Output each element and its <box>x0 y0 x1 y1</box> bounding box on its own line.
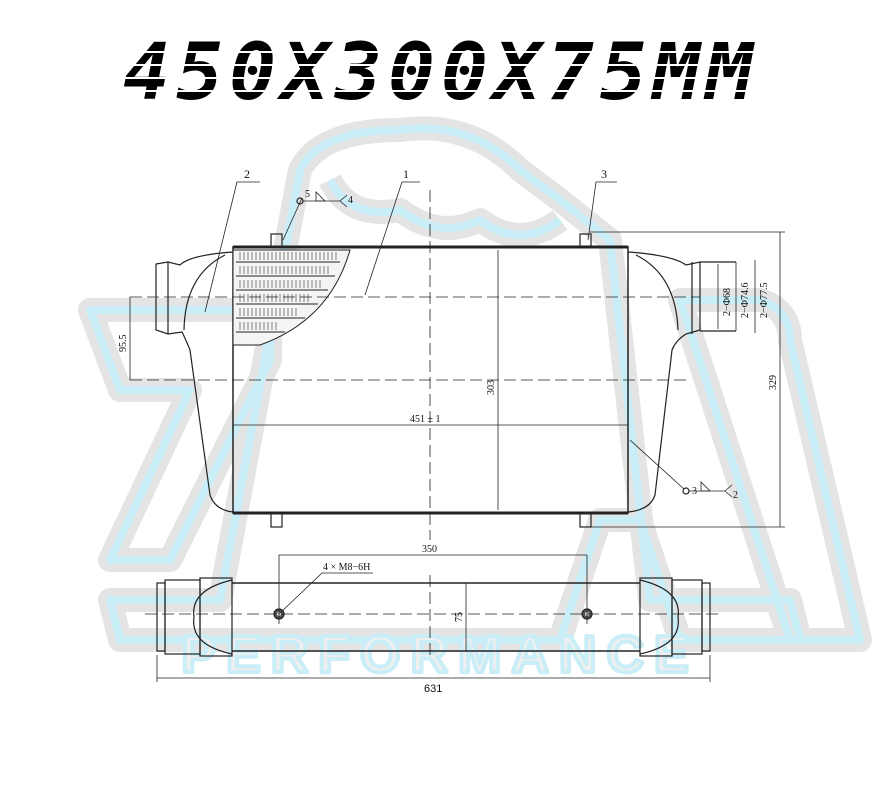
dim-depth: 75 <box>454 612 465 622</box>
dim-inlet-offset: 95.5 <box>118 335 129 353</box>
watermark-logo: PERFORMANCE <box>78 116 872 686</box>
front-view <box>129 181 785 540</box>
dim-thread-callout: 4 × M8−6H <box>323 562 370 573</box>
weld-right-end-num: 2 <box>733 490 738 501</box>
dim-pipe-id: 2−Φ68 <box>722 288 733 316</box>
weld-top-end-num: 4 <box>348 195 353 206</box>
part-label-3: 3 <box>601 167 607 181</box>
dim-core-width: 451 ± 1 <box>410 414 441 425</box>
part-label-1: 1 <box>403 167 409 181</box>
dim-overall-height: 329 <box>768 375 779 390</box>
part-label-2: 2 <box>244 167 250 181</box>
svg-text:PERFORMANCE: PERFORMANCE <box>181 626 698 684</box>
dim-pipe-od-2: 2−Φ77.5 <box>759 283 770 318</box>
dim-core-height: 303 <box>486 380 497 395</box>
dim-overall-length: 631 <box>424 683 442 695</box>
bottom-view <box>145 554 720 682</box>
dim-pipe-od-1: 2−Φ74.6 <box>740 283 751 318</box>
weld-top-circle-num: 5 <box>305 189 310 200</box>
dim-mount-spacing: 350 <box>422 544 437 555</box>
weld-right-circle-num: 3 <box>692 486 697 497</box>
